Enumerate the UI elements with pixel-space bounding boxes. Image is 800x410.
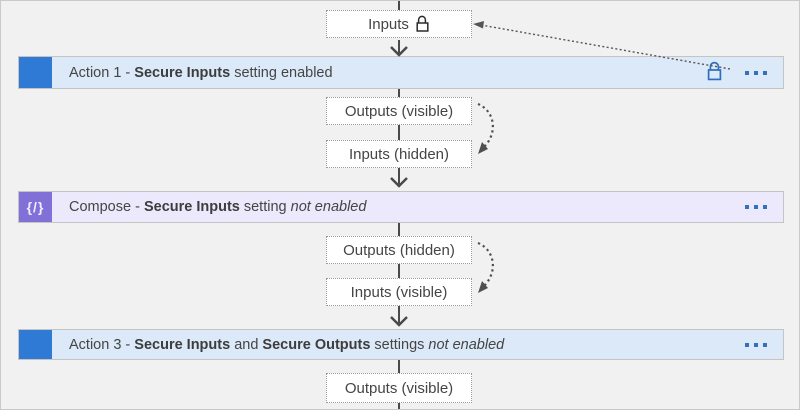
arc-arrowhead-icon xyxy=(478,281,488,293)
action-step-icon xyxy=(19,330,52,359)
inputs-node: Inputs xyxy=(326,10,472,38)
action1-title: Action 1 - Secure Inputs setting enabled xyxy=(69,64,333,81)
outputs-node-label: Outputs (visible) xyxy=(344,379,454,397)
lock-icon xyxy=(416,15,429,32)
action1-card[interactable]: Action 1 - Secure Inputs setting enabled xyxy=(18,56,784,89)
outputs-visible-node: Outputs (visible) xyxy=(326,97,472,125)
down-arrow-icon xyxy=(390,46,408,57)
outputs-hidden-node: Outputs (hidden) xyxy=(326,236,472,264)
action-step-icon xyxy=(19,57,52,88)
arc-arrowhead-icon xyxy=(478,142,488,154)
down-arrow-icon xyxy=(390,177,408,188)
ellipsis-icon[interactable] xyxy=(739,67,773,79)
inputs-node-label: Inputs (hidden) xyxy=(348,145,450,163)
inputs-visible-node: Inputs (visible) xyxy=(326,278,472,306)
ellipsis-icon[interactable] xyxy=(739,339,773,351)
inputs-node-label: Inputs (visible) xyxy=(350,283,448,301)
outputs-node-label: Outputs (visible) xyxy=(344,102,454,120)
compose-glyph: {/} xyxy=(26,199,45,215)
dotted-arc-1 xyxy=(477,102,494,148)
inputs-hidden-node: Inputs (hidden) xyxy=(326,140,472,168)
ellipsis-icon[interactable] xyxy=(739,201,773,213)
link-arrowhead-icon xyxy=(473,21,484,29)
compose-icon: {/} xyxy=(19,192,52,222)
action3-title: Action 3 - Secure Inputs and Secure Outp… xyxy=(69,336,505,353)
compose-title: Compose - Secure Inputs setting not enab… xyxy=(69,199,367,215)
dotted-arc-2 xyxy=(477,241,494,287)
compose-card[interactable]: {/} Compose - Secure Inputs setting not … xyxy=(18,191,784,223)
lock-icon xyxy=(707,61,722,81)
outputs-node-label: Outputs (hidden) xyxy=(343,241,455,259)
action3-card[interactable]: Action 3 - Secure Inputs and Secure Outp… xyxy=(18,329,784,360)
outputs-visible-node: Outputs (visible) xyxy=(326,373,472,403)
inputs-node-label: Inputs xyxy=(368,15,409,33)
down-arrow-icon xyxy=(390,316,408,327)
